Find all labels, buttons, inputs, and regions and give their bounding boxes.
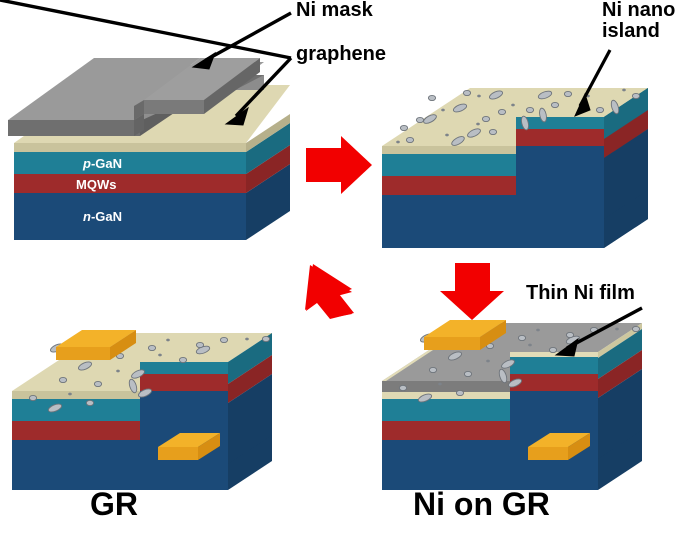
leader-line-thin-ni: [554, 306, 643, 357]
layer-n-gan: [14, 164, 290, 240]
arrow-right: [306, 136, 372, 194]
mesa-right-riser-4: [598, 323, 642, 459]
layer-mqws: [14, 145, 290, 193]
ni-mask-solid: [8, 58, 260, 136]
caption-ni-on-gr: Ni on GR: [413, 486, 550, 522]
mesa-wall-4: [510, 352, 598, 440]
arrow-down: [440, 263, 504, 320]
annotation-graphene: graphene: [296, 43, 387, 65]
mesa-right-riser-2: [604, 88, 648, 219]
panel-bottom-left: [12, 330, 272, 490]
gold-pad-p-contact-4: [424, 320, 506, 350]
gold-pad-p-contact-3: [56, 330, 136, 360]
annotation-ni-nano-island: Ni nano island: [602, 0, 676, 42]
panel-top-right: [382, 88, 648, 248]
panel-top-left: p-GaN MQWs n-GaN: [8, 58, 290, 240]
leader-lines-panel1: [0, 0, 293, 126]
mesa-right-riser-3: [228, 333, 272, 464]
mesa-wall-3: [140, 362, 228, 440]
layer-p-gan: [14, 123, 290, 174]
annotation-thin-ni-film: Thin Ni film: [526, 282, 635, 304]
gold-pad-n-contact-4: [528, 433, 590, 460]
caption-gr: GR: [90, 486, 138, 522]
label-p-gan: p-GaN: [82, 156, 122, 171]
panel-bottom-right: [382, 320, 642, 490]
gold-pad-n-contact-3: [158, 433, 220, 460]
annotation-ni-mask: Ni mask: [296, 0, 373, 21]
label-n-gan: n-GaN: [83, 209, 122, 224]
arrow-down-left: [305, 264, 354, 319]
leader-line-ni-nano: [574, 49, 612, 117]
label-mqws: MQWs: [76, 177, 116, 192]
